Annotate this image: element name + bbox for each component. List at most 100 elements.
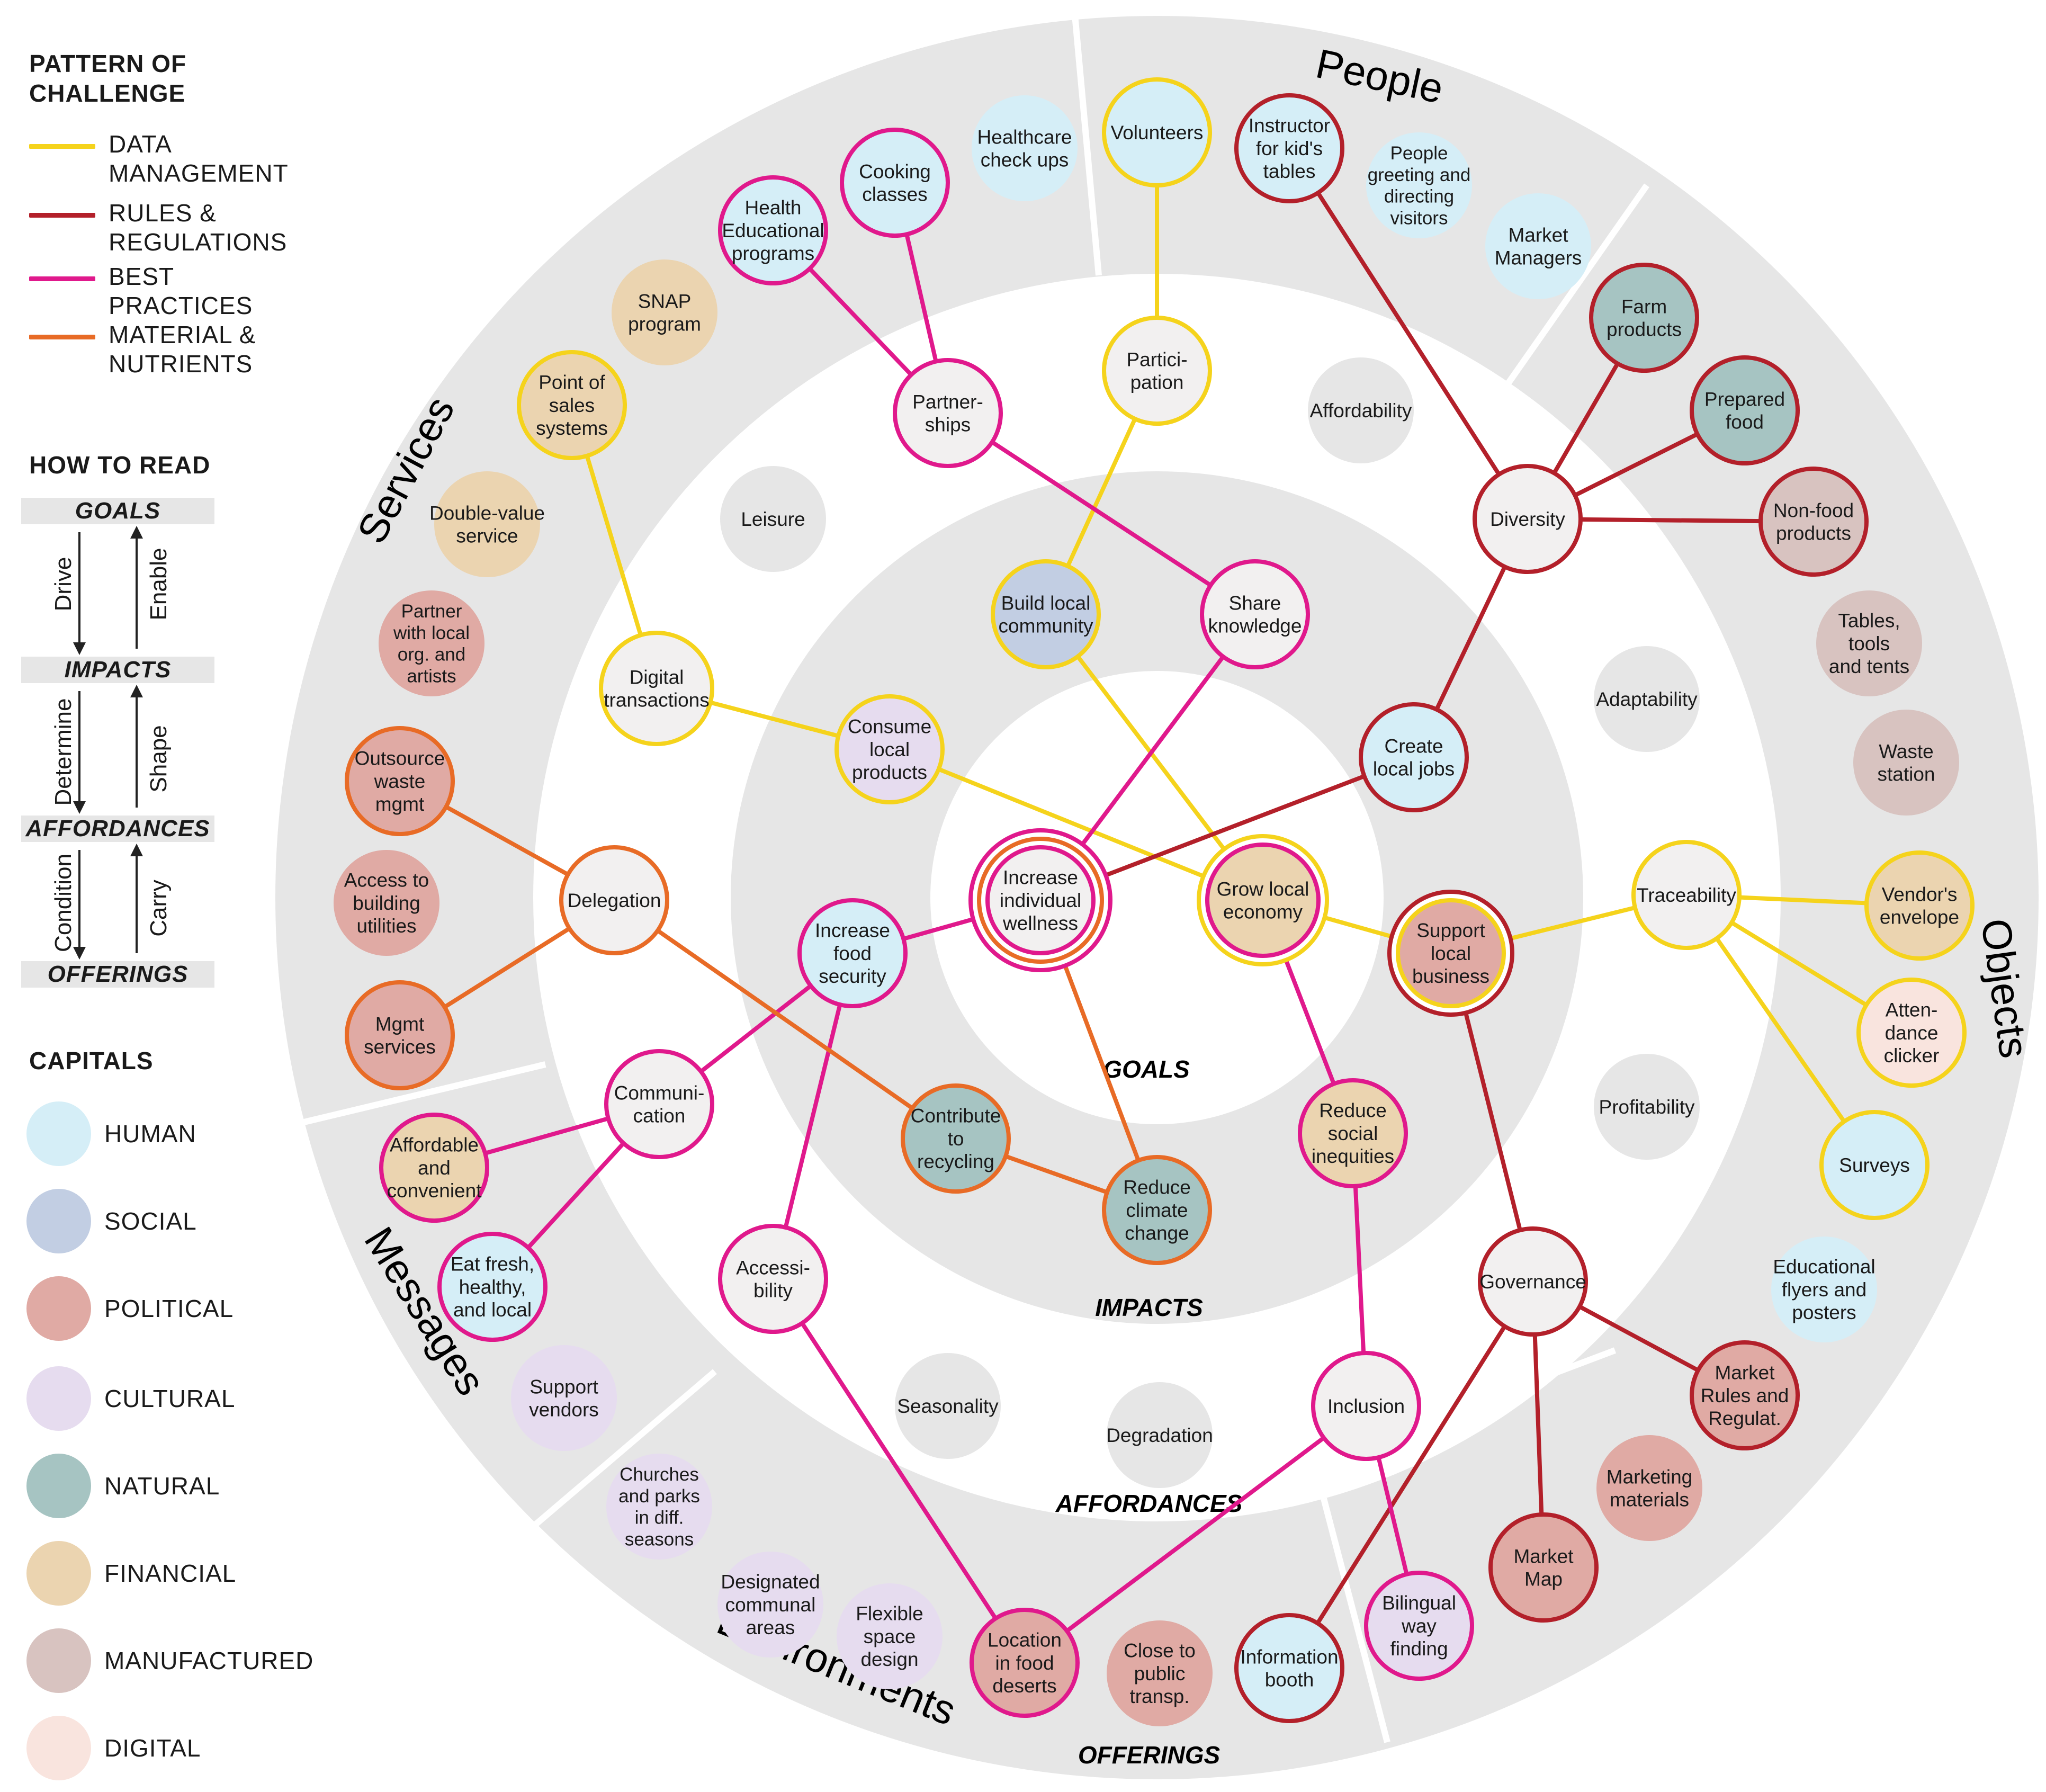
node-circle xyxy=(1311,1351,1421,1461)
node-label: Degradation xyxy=(1106,1424,1213,1446)
capital-swatch-political xyxy=(26,1276,91,1341)
challenge-swatch-rules xyxy=(29,213,95,218)
read-level-goals: GOALS xyxy=(21,498,214,524)
node-n20: Inclusion xyxy=(1311,1351,1421,1461)
link-n19-n48 xyxy=(771,1277,1027,1664)
capital-label-human: HUMAN xyxy=(104,1120,196,1148)
node-circle xyxy=(1631,840,1742,950)
node-circle xyxy=(1308,357,1414,463)
node-circle xyxy=(1758,467,1869,577)
challenge-legend-title: PATTERN OF CHALLENGE xyxy=(29,50,187,107)
node-circle xyxy=(991,559,1101,669)
node-n28: Volunteers xyxy=(1102,77,1212,187)
node-label: Inclusion xyxy=(1327,1395,1405,1417)
node-circle xyxy=(1478,1226,1588,1337)
node-circle xyxy=(612,259,717,365)
legend: PATTERN OF CHALLENGE DATA MANAGEMENT RUL… xyxy=(0,0,328,1792)
node-circle xyxy=(1594,1054,1700,1160)
node-circle xyxy=(718,175,828,285)
capital-swatch-digital xyxy=(26,1716,91,1780)
ring-label-goals: GOALS xyxy=(1103,1055,1190,1083)
node-circle xyxy=(840,128,950,238)
node-circle xyxy=(1364,1571,1474,1681)
node-circle xyxy=(1298,1078,1408,1188)
node-circle xyxy=(1359,702,1469,812)
link-n29-n15 xyxy=(1287,147,1530,521)
node-circle xyxy=(1107,1382,1213,1488)
node-circle xyxy=(717,1552,823,1657)
node-circle xyxy=(895,1353,1001,1459)
capital-label-digital: DIGITAL xyxy=(104,1734,201,1762)
node-circle xyxy=(1771,1237,1877,1342)
node-n24: Adaptability xyxy=(1594,646,1700,752)
node-label: Seasonality xyxy=(897,1395,999,1417)
node-circle xyxy=(1819,1110,1930,1220)
node-n56: Surveys xyxy=(1819,1110,1930,1220)
link-n8-n19 xyxy=(771,953,855,1279)
node-circle xyxy=(604,1049,714,1159)
node-circle xyxy=(970,1608,1080,1718)
node-label: Volunteers xyxy=(1111,122,1204,144)
node-circle xyxy=(599,631,714,746)
node-circle xyxy=(345,980,455,1090)
node-label: Surveys xyxy=(1839,1154,1910,1176)
node-circle xyxy=(1205,843,1321,958)
capital-label-cultural: CULTURAL xyxy=(104,1385,236,1412)
node-circle xyxy=(720,466,826,572)
node-n26: Seasonality xyxy=(895,1353,1001,1459)
capital-swatch-financial xyxy=(26,1541,91,1606)
ring-label-offerings: OFFERINGS xyxy=(1078,1741,1221,1769)
link-n13-n4 xyxy=(946,411,1257,616)
ring-label-impacts: IMPACTS xyxy=(1095,1294,1203,1321)
node-circle xyxy=(1102,1155,1212,1265)
node-circle xyxy=(1102,77,1212,187)
link-n5-n2 xyxy=(889,747,1264,902)
node-circle xyxy=(1396,898,1506,1008)
node-circle xyxy=(434,471,540,577)
node-circle xyxy=(437,1232,548,1342)
capital-label-natural: NATURAL xyxy=(104,1472,220,1500)
node-label: Communi-cation xyxy=(614,1082,705,1126)
